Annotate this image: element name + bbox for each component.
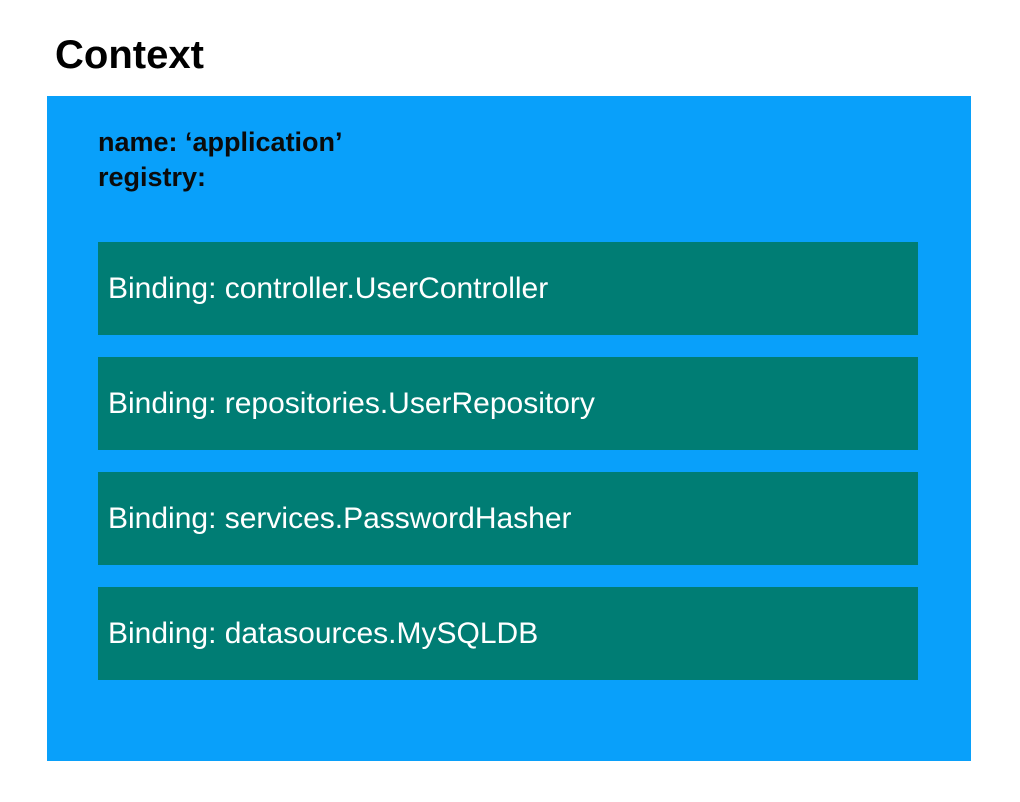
binding-label: Binding: datasources.MySQLDB — [108, 616, 539, 650]
binding-bar-service: Binding: services.PasswordHasher — [98, 472, 918, 565]
context-registry-line: registry: — [98, 162, 207, 192]
binding-label: Binding: repositories.UserRepository — [108, 386, 595, 420]
context-box: name: ‘application’ registry: Binding: c… — [47, 96, 971, 761]
context-name-line: name: ‘application’ — [98, 127, 343, 157]
context-properties: name: ‘application’ registry: — [98, 125, 343, 195]
binding-label: Binding: services.PasswordHasher — [108, 501, 572, 535]
bindings-list: Binding: controller.UserController Bindi… — [98, 242, 918, 680]
binding-bar-repository: Binding: repositories.UserRepository — [98, 357, 918, 450]
binding-bar-datasource: Binding: datasources.MySQLDB — [98, 587, 918, 680]
binding-bar-controller: Binding: controller.UserController — [98, 242, 918, 335]
binding-label: Binding: controller.UserController — [108, 271, 549, 305]
diagram-title: Context — [55, 33, 204, 77]
